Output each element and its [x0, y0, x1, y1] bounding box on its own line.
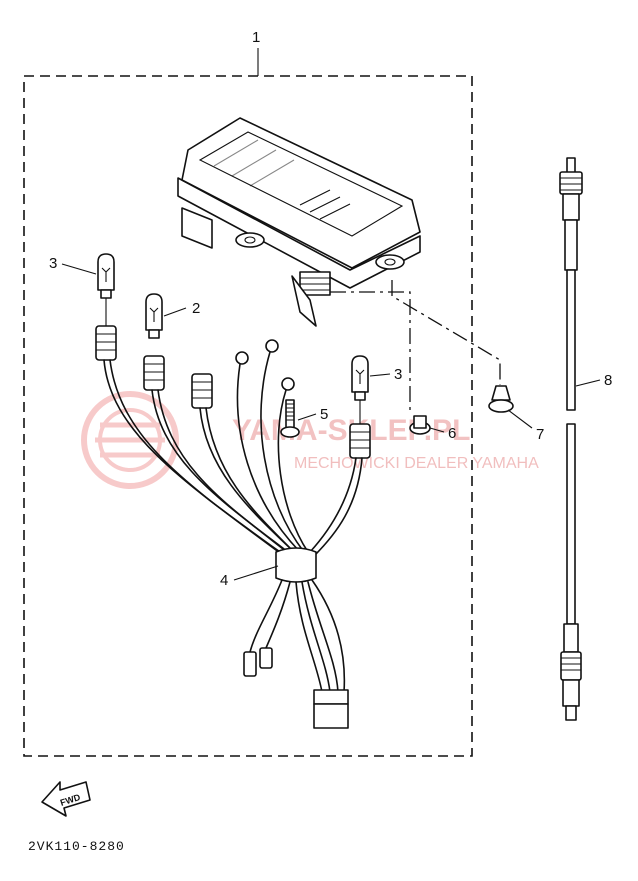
- meter-housing: [177, 117, 421, 327]
- watermark-logo: [81, 391, 179, 489]
- drawing-code: 2VK110-8280: [28, 839, 125, 854]
- callout-8: 8: [604, 372, 612, 389]
- screw-5: [280, 399, 300, 438]
- leader-2: [163, 307, 187, 317]
- leader-housing-6: [330, 291, 411, 412]
- callout-2: 2: [192, 300, 200, 317]
- callout-1: 1: [252, 29, 260, 46]
- callout-3-left: 3: [49, 255, 57, 272]
- callout-6: 6: [448, 425, 456, 442]
- watermark-subtitle: MECHOWICKI DEALER YAMAHA: [294, 455, 539, 472]
- bulb-left: [97, 253, 115, 299]
- assembly-boundary: [23, 75, 473, 757]
- nut-6: [409, 415, 431, 435]
- watermark: YAMA-SKLEP.PL MECHOWICKI DEALER YAMAHA: [81, 391, 539, 489]
- fwd-arrow-icon: FWD: [41, 781, 91, 817]
- speedometer-cable: [559, 157, 583, 721]
- leader-8: [575, 379, 601, 387]
- leader-7: [507, 409, 533, 429]
- leader-housing-7: [391, 280, 501, 385]
- bulb-right: [351, 355, 369, 401]
- leader-3b: [369, 373, 391, 377]
- callout-7: 7: [536, 426, 544, 443]
- leader-6: [429, 427, 445, 433]
- grommet-7: [488, 385, 514, 413]
- callout-5: 5: [320, 406, 328, 423]
- callout-4: 4: [220, 572, 228, 589]
- leader-5: [297, 413, 317, 421]
- bulb-middle: [145, 293, 163, 339]
- leader-4: [233, 565, 279, 581]
- callout-3-right: 3: [394, 366, 402, 383]
- wire-harness: [95, 325, 371, 729]
- leader-3a: [61, 263, 97, 275]
